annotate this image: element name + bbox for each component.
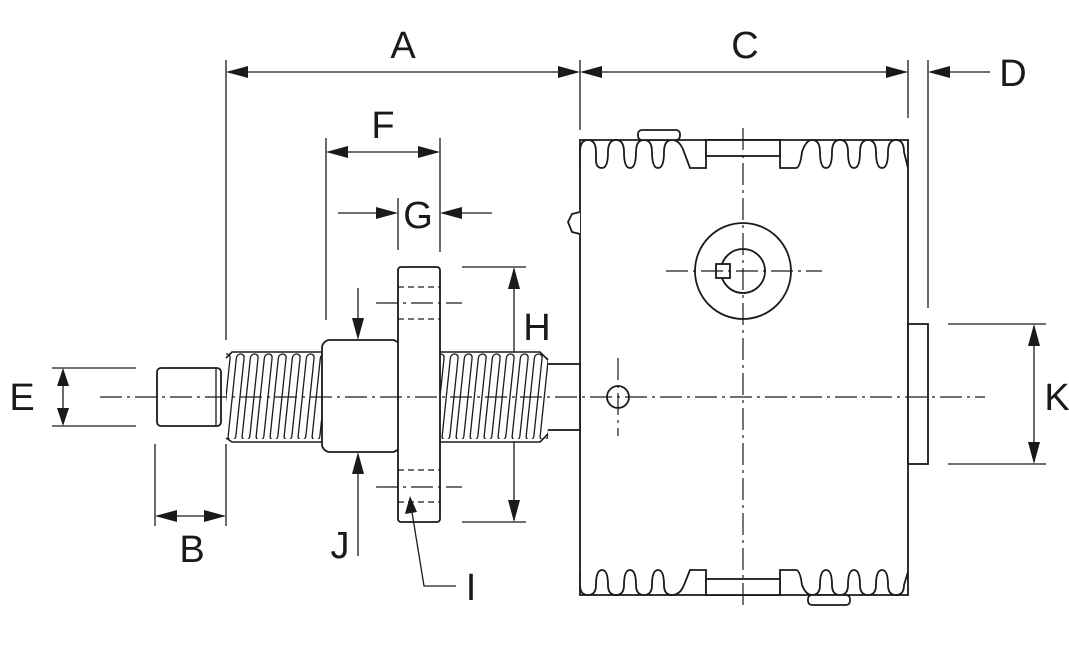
dimension-labels: A C D F G H E K B J I	[9, 25, 1069, 609]
nut-body	[321, 339, 401, 453]
label-i: I	[466, 567, 477, 609]
thread-right	[440, 352, 548, 439]
label-d: D	[999, 53, 1026, 95]
label-c: C	[731, 25, 758, 67]
center-lines	[100, 128, 985, 606]
label-k: K	[1044, 377, 1069, 419]
label-b: B	[179, 529, 204, 571]
label-e: E	[9, 377, 34, 419]
label-h: H	[523, 307, 550, 349]
thread-crest	[226, 353, 231, 439]
side-plug	[567, 211, 581, 235]
bottom-grease-fitting	[807, 594, 851, 606]
label-f: F	[371, 105, 394, 147]
label-g: G	[403, 195, 433, 237]
nut-flange	[397, 266, 441, 523]
thread-crest	[469, 353, 487, 439]
label-a: A	[390, 25, 416, 67]
dimension-lines	[52, 60, 1046, 587]
flange-nut	[321, 266, 462, 523]
gearbox-housing	[567, 129, 929, 606]
label-j: J	[331, 525, 350, 567]
top-grease-fitting	[637, 129, 681, 141]
end-cover	[907, 323, 929, 465]
thread-crest	[539, 353, 548, 439]
